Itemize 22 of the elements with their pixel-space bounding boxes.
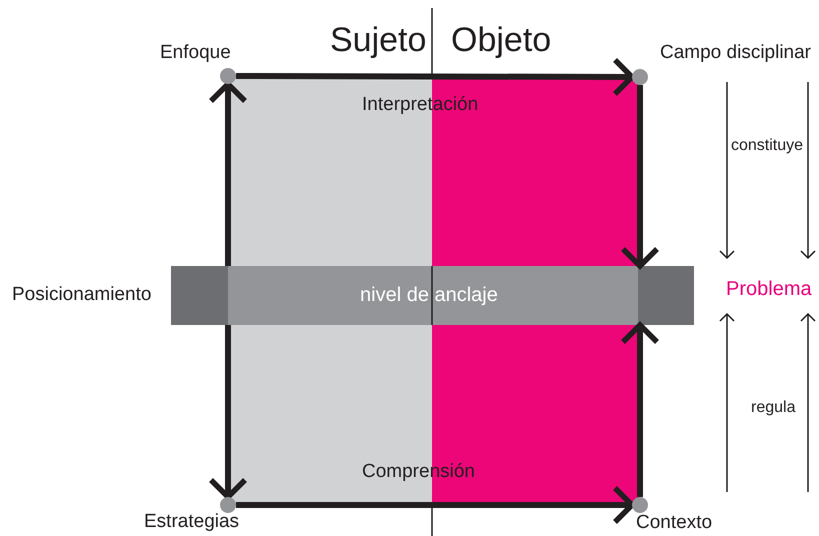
- problem-label: Problema: [726, 276, 812, 302]
- arrow: [719, 82, 735, 259]
- arrow: [620, 85, 660, 269]
- column-heading: Sujeto: [330, 20, 426, 61]
- column-heading: Objeto: [451, 20, 552, 61]
- arrow: [620, 322, 660, 497]
- arrow: [236, 485, 635, 525]
- arrow: [719, 313, 735, 492]
- relation-label: constituye: [731, 136, 804, 155]
- node-label: Contexto: [636, 512, 712, 534]
- arrow: [208, 325, 248, 500]
- anchoring-band: [171, 266, 694, 325]
- node-label: Campo disciplinar: [660, 42, 812, 64]
- arrow: [800, 313, 816, 492]
- node-label: Enfoque: [160, 42, 231, 64]
- node-label: Estrategias: [144, 511, 240, 533]
- arrow: [208, 81, 248, 266]
- arrow: [236, 57, 635, 97]
- relation-label: regula: [751, 398, 796, 417]
- band-label: nivel de anclaje: [360, 283, 498, 307]
- arrow: [800, 82, 816, 259]
- side-label: Posicionamiento: [12, 284, 152, 306]
